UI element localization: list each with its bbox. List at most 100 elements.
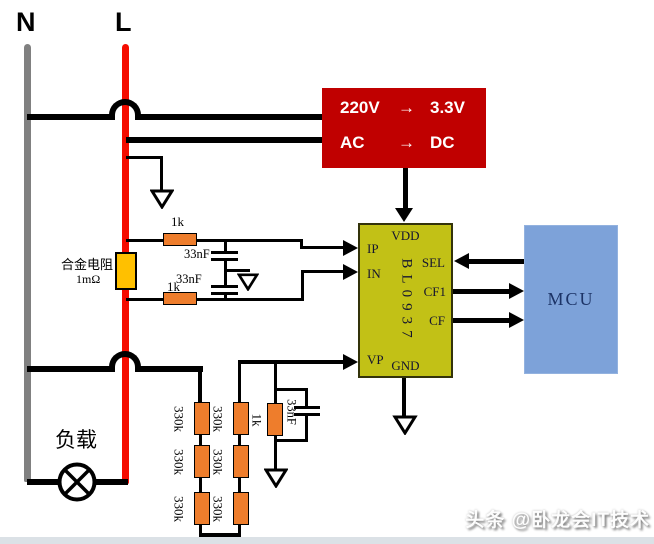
in-sense-wire xyxy=(126,298,304,301)
resistor-1k-upper-label: 1k xyxy=(171,214,184,229)
resistor-330k xyxy=(233,402,249,435)
divider-wire xyxy=(238,477,241,493)
chip-gnd-wire xyxy=(402,378,406,416)
resistor-1k-filter xyxy=(267,403,283,436)
bottom-strip xyxy=(0,537,654,544)
divider-wire xyxy=(199,434,202,446)
chip-name: BL0937 xyxy=(398,257,414,344)
gnd-branch-wire-v xyxy=(160,156,163,190)
chip-pin-in: IN xyxy=(367,266,381,281)
mains-wire-live xyxy=(126,137,324,143)
chip-pin-cf: CF xyxy=(429,313,445,328)
cf1-arrow-icon xyxy=(509,283,524,299)
cap-wire xyxy=(224,271,227,286)
ip-wire xyxy=(300,246,345,249)
cap-33nf-upper xyxy=(211,258,238,261)
shunt-resistor xyxy=(115,252,137,290)
resistor-1k-lower xyxy=(163,292,197,305)
chip-pin-ip: IP xyxy=(367,241,379,256)
cap-33nf-filter-label: 33nF xyxy=(284,399,299,425)
load-label: 负载 xyxy=(55,428,97,452)
divider-wire xyxy=(199,524,202,536)
vdd-wire xyxy=(403,168,408,210)
mains-wire-neutral-seg2 xyxy=(139,114,324,120)
neutral-label: N xyxy=(16,7,36,37)
cap-filter-wire xyxy=(274,439,308,442)
cap-33nf-lower xyxy=(211,285,238,288)
cap-33nf-filter xyxy=(294,413,320,416)
cf-wire xyxy=(453,318,511,323)
cap-33nf-lower xyxy=(211,292,238,295)
resistor-330k-label: 330k xyxy=(171,496,187,522)
resistor-330k xyxy=(233,492,249,525)
sel-wire xyxy=(468,259,524,264)
resistor-1k-filter-label: 1k xyxy=(249,413,265,427)
cap-filter-wire xyxy=(274,388,308,391)
arrow-right-icon: → xyxy=(398,133,415,152)
resistor-330k-label: 330k xyxy=(171,406,187,432)
chip-pin-vdd: VDD xyxy=(391,228,420,243)
sel-arrow-icon xyxy=(454,253,469,269)
ground-icon xyxy=(264,468,288,488)
ground-icon xyxy=(150,189,174,209)
cap-mid-tap-wire xyxy=(224,269,250,272)
chip-pin-gnd: GND xyxy=(391,358,420,373)
divider-feed-wire-seg1 xyxy=(27,366,110,372)
resistor-330k xyxy=(194,492,210,525)
resistor-330k xyxy=(233,445,249,478)
divider-wire xyxy=(238,434,241,446)
vp-filter-wire xyxy=(274,435,277,471)
cf1-wire xyxy=(453,289,511,294)
divider-wire xyxy=(199,477,202,493)
divider-wire xyxy=(238,362,241,403)
mains-wire-neutral-seg1 xyxy=(27,114,110,120)
resistor-330k-label: 330k xyxy=(210,449,226,475)
live-label: L xyxy=(115,7,132,37)
lamp-icon xyxy=(57,462,97,502)
in-jog-wire xyxy=(301,270,304,301)
resistor-1k-lower-label: 1k xyxy=(167,279,180,294)
resistor-330k xyxy=(194,402,210,435)
load-wire-left xyxy=(27,479,60,485)
chip-pin-vp: VP xyxy=(367,352,384,367)
ip-jog-wire xyxy=(300,239,303,249)
cap-filter-wire xyxy=(305,416,308,441)
bl0937-chip: VDD IP IN SEL CF1 CF VP GND BL0937 xyxy=(358,223,453,378)
divider-feed-wire-down xyxy=(198,366,202,404)
divider-bottom-wire xyxy=(199,533,241,537)
shunt-value-label: 1mΩ xyxy=(76,272,101,286)
power-module: 220V → 3.3V AC → DC xyxy=(322,88,486,168)
resistor-330k xyxy=(194,445,210,478)
divider-feed-wire-seg2 xyxy=(139,366,203,372)
cap-filter-wire xyxy=(305,388,308,407)
power-module-row2: AC → DC xyxy=(340,133,455,153)
watermark: 头条 @卧龙会IT技术 xyxy=(465,510,650,531)
cap-33nf-upper-label: 33nF xyxy=(184,247,210,261)
cf-arrow-icon xyxy=(509,312,524,328)
cap-wire xyxy=(224,240,227,252)
power-module-row1: 220V → 3.3V xyxy=(340,98,465,118)
vp-wire xyxy=(238,360,345,364)
vp-filter-wire xyxy=(274,362,277,404)
power-from-label: AC xyxy=(340,133,365,152)
power-to-label: DC xyxy=(430,133,455,152)
chip-pin-sel: SEL xyxy=(421,255,445,270)
cap-wire xyxy=(224,295,227,301)
neutral-rail xyxy=(24,44,31,482)
cap-33nf-lower-label: 33nF xyxy=(176,272,202,286)
resistor-330k-label: 330k xyxy=(210,496,226,522)
arrow-right-icon: → xyxy=(398,98,415,117)
resistor-330k-label: 330k xyxy=(210,406,226,432)
wire-hop-icon xyxy=(109,351,141,372)
in-arrow-icon xyxy=(343,264,358,280)
divider-wire xyxy=(238,524,241,536)
resistor-1k-upper xyxy=(163,233,197,246)
ip-arrow-icon xyxy=(343,240,358,256)
resistor-330k-label: 330k xyxy=(171,449,187,475)
ground-icon xyxy=(237,273,259,291)
cap-33nf-filter xyxy=(294,406,320,409)
cap-33nf-upper xyxy=(211,251,238,254)
ground-icon xyxy=(392,415,418,435)
cap-wire xyxy=(224,261,227,271)
